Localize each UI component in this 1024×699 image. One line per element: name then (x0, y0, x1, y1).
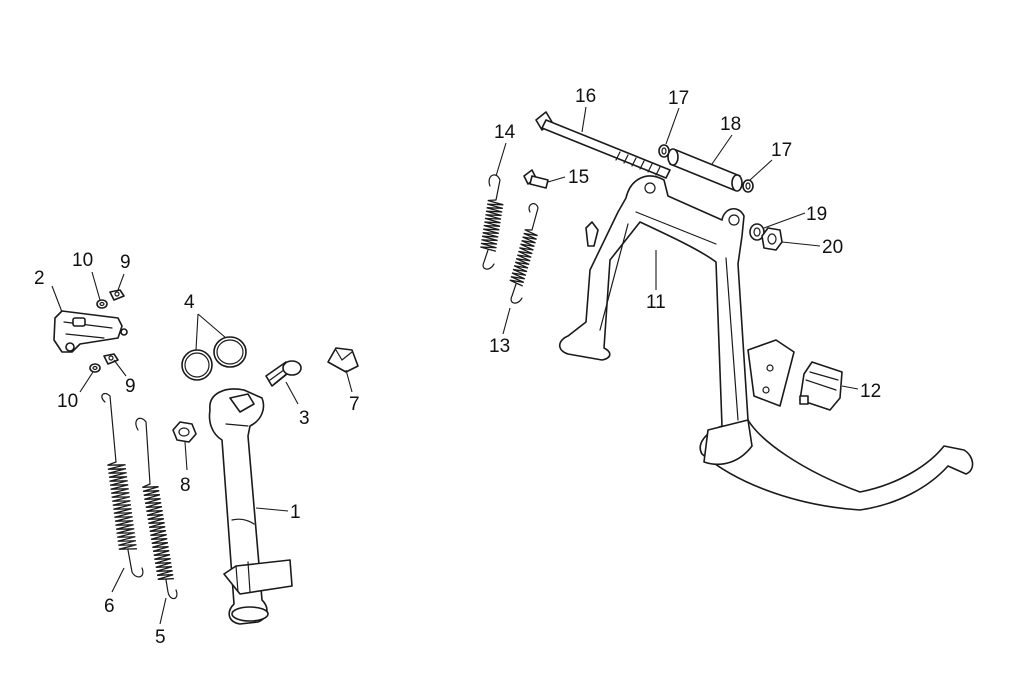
part-17-ring-right (742, 179, 754, 193)
callout-17-right: 17 (771, 140, 792, 161)
part-20-nut (761, 227, 783, 251)
callout-8: 8 (180, 475, 191, 496)
part-3-pivot-bolt (265, 360, 302, 387)
part-8-nut (172, 421, 197, 443)
part-14-spring (480, 174, 504, 270)
callout-9-bottom: 9 (125, 376, 136, 397)
callout-17-top: 17 (668, 88, 689, 109)
part-4-o-rings (181, 336, 247, 381)
part-7-rubber-stop (327, 347, 359, 373)
callout-4: 4 (184, 292, 195, 313)
callout-labels: 2 10 9 10 9 4 3 7 8 1 6 5 16 17 18 17 14… (34, 86, 881, 648)
part-13-spring (509, 203, 539, 304)
leaders-left (51, 271, 353, 625)
leaders-right (495, 106, 859, 390)
callout-19: 19 (806, 204, 827, 225)
callout-6: 6 (104, 596, 115, 617)
callout-15: 15 (568, 167, 589, 188)
callout-12: 12 (860, 381, 881, 402)
part-5-spring (135, 417, 178, 600)
callout-14: 14 (494, 122, 516, 143)
callout-9-top: 9 (120, 252, 131, 273)
part-6-spring (101, 392, 144, 578)
part-18-spacer-tube (667, 148, 743, 192)
part-10-washer-top (96, 299, 108, 309)
callout-16: 16 (575, 86, 596, 107)
part-10-washer-bottom (89, 363, 101, 373)
callout-11: 11 (646, 292, 666, 313)
callout-3: 3 (299, 408, 310, 429)
callout-2: 2 (34, 268, 45, 289)
callout-7: 7 (349, 394, 360, 415)
part-9-screw-top (109, 289, 125, 301)
callout-5: 5 (155, 627, 166, 648)
part-1-side-stand (208, 388, 293, 625)
part-9-screw-bottom (103, 353, 119, 365)
callout-18: 18 (720, 114, 741, 135)
callout-10-bottom: 10 (57, 391, 78, 412)
part-15-bolt (523, 169, 549, 189)
part-16-long-bolt (535, 111, 671, 179)
callout-1: 1 (290, 502, 301, 523)
part-2-stand-switch (53, 310, 128, 353)
part-12-rubber-pad (799, 361, 843, 411)
callout-10-top: 10 (72, 250, 93, 271)
part-11-center-stand (558, 175, 974, 511)
callout-20: 20 (822, 237, 843, 258)
callout-13: 13 (489, 336, 510, 357)
